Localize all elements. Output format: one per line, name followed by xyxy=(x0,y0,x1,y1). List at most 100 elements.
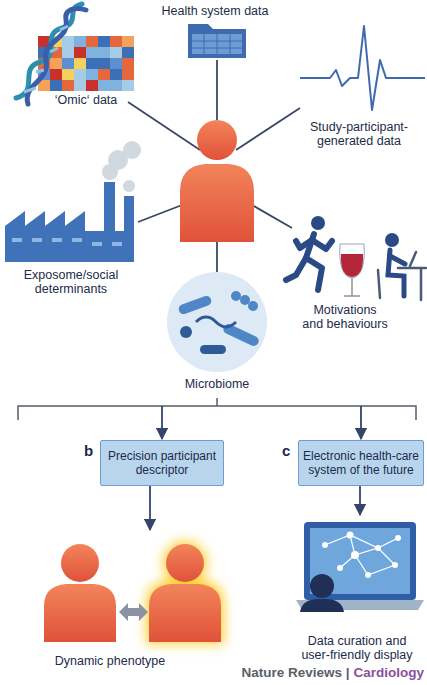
heatmap-cell xyxy=(74,69,86,80)
coccus xyxy=(180,326,192,338)
flow-arrow xyxy=(359,486,361,515)
bracket-arrow xyxy=(360,406,362,439)
worker-body xyxy=(388,250,404,296)
heatmap-cell xyxy=(122,47,134,58)
heatmap-cell xyxy=(122,36,134,47)
node-text: Electronic health-care system of the fut… xyxy=(302,449,420,477)
heatmap-cell xyxy=(110,47,122,58)
heatmap-cell xyxy=(122,80,134,91)
desk-and-chair xyxy=(378,252,426,300)
heatmap-cell xyxy=(98,80,110,91)
heartbeat-trace xyxy=(300,26,425,110)
folder-grid xyxy=(192,34,242,54)
coccus xyxy=(231,291,241,301)
network-lines xyxy=(325,535,398,575)
heatmap-cell xyxy=(98,69,110,80)
spoke-line xyxy=(216,60,218,120)
glow-head xyxy=(163,541,207,585)
wine xyxy=(341,254,363,277)
bracket-arrow xyxy=(161,406,163,439)
network-nodes xyxy=(322,532,401,579)
heatmap-cell xyxy=(86,47,98,58)
heatmap-cell xyxy=(110,58,122,69)
worker-head xyxy=(385,233,399,247)
illustrated-item: Dynamic phenotype xyxy=(20,530,200,668)
heatmap-cell xyxy=(98,36,110,47)
heatmap-cell xyxy=(86,58,98,69)
network-node xyxy=(347,532,354,539)
heatmap-cell xyxy=(62,80,74,91)
publisher-credit: Nature Reviews |Cardiology xyxy=(241,665,424,681)
heatmap-cell xyxy=(62,36,74,47)
heatmap-cell xyxy=(86,36,98,47)
heatmap-cell xyxy=(62,58,74,69)
spirillum xyxy=(196,317,236,327)
coccus xyxy=(240,295,250,305)
heatmap-cell xyxy=(50,80,62,91)
desk-worker xyxy=(388,250,405,296)
source-label: ‘Omic‘ data xyxy=(36,93,136,107)
source-label: Health system data xyxy=(130,4,300,18)
spoke-line xyxy=(252,205,292,228)
heatmap-cell xyxy=(98,58,110,69)
spoke-line xyxy=(216,240,218,272)
heatmap-cell xyxy=(86,80,98,91)
person-body xyxy=(44,584,116,642)
person-body xyxy=(149,584,221,642)
network-node xyxy=(365,572,371,578)
spoke-lines xyxy=(128,60,300,272)
heatmap-cell xyxy=(74,47,86,58)
bacterium-rod xyxy=(177,294,212,315)
network-node xyxy=(395,535,401,541)
smoke-puff xyxy=(123,141,141,159)
flow-arrow xyxy=(149,486,151,530)
network-node xyxy=(375,545,381,551)
microbiome-dish xyxy=(167,272,267,372)
source-label: Study-participant-generated data xyxy=(298,120,420,148)
dna-strand xyxy=(27,8,86,104)
node-text: Dynamic phenotype xyxy=(22,654,198,668)
process-box: cElectronic health-care system of the fu… xyxy=(298,440,424,486)
heatmap-cell xyxy=(74,58,86,69)
runner-figure xyxy=(286,234,332,290)
node-text: Data curation and user-friendly display xyxy=(298,634,416,662)
heatmap-cell xyxy=(62,69,74,80)
viewer-head xyxy=(310,574,334,598)
bracket xyxy=(18,398,416,420)
process-box: bPrecision participant descriptor xyxy=(100,440,224,486)
panel-letter: c xyxy=(282,442,290,459)
network-node xyxy=(322,542,328,548)
network-node xyxy=(337,565,343,571)
spoke-line xyxy=(128,102,200,150)
person-head xyxy=(61,544,99,582)
heatmap-cell xyxy=(62,47,74,58)
person-head xyxy=(197,120,237,160)
illustrated-item: Data curation and user-friendly display xyxy=(292,515,422,662)
double-arrow xyxy=(119,603,148,621)
runner-arm xyxy=(312,240,332,249)
glow-body xyxy=(146,580,224,644)
smoke-puff xyxy=(123,180,135,192)
coccus xyxy=(248,301,258,311)
runner-leg xyxy=(306,258,322,290)
source-label: Motivations and behaviours xyxy=(302,303,388,331)
credit-text: Nature Reviews | xyxy=(241,665,349,681)
heatmap-cell xyxy=(50,69,62,80)
folder-icon xyxy=(188,24,246,58)
panel-letter: b xyxy=(84,442,93,459)
heatmap-cell xyxy=(110,80,122,91)
node-text: Precision participant descriptor xyxy=(104,449,220,477)
network-node xyxy=(392,562,398,568)
spoke-line xyxy=(236,108,300,150)
credit-text: Cardiology xyxy=(353,665,424,681)
folder-sheet xyxy=(192,34,242,54)
source-label: Microbiome xyxy=(160,377,274,391)
factory-skyline xyxy=(5,182,134,262)
heatmap-cell xyxy=(86,69,98,80)
laptop-screen xyxy=(304,522,416,600)
heatmap-cell xyxy=(50,58,62,69)
network-node xyxy=(351,551,359,559)
worker-arm xyxy=(390,256,405,264)
bacterium-rod xyxy=(200,345,226,354)
